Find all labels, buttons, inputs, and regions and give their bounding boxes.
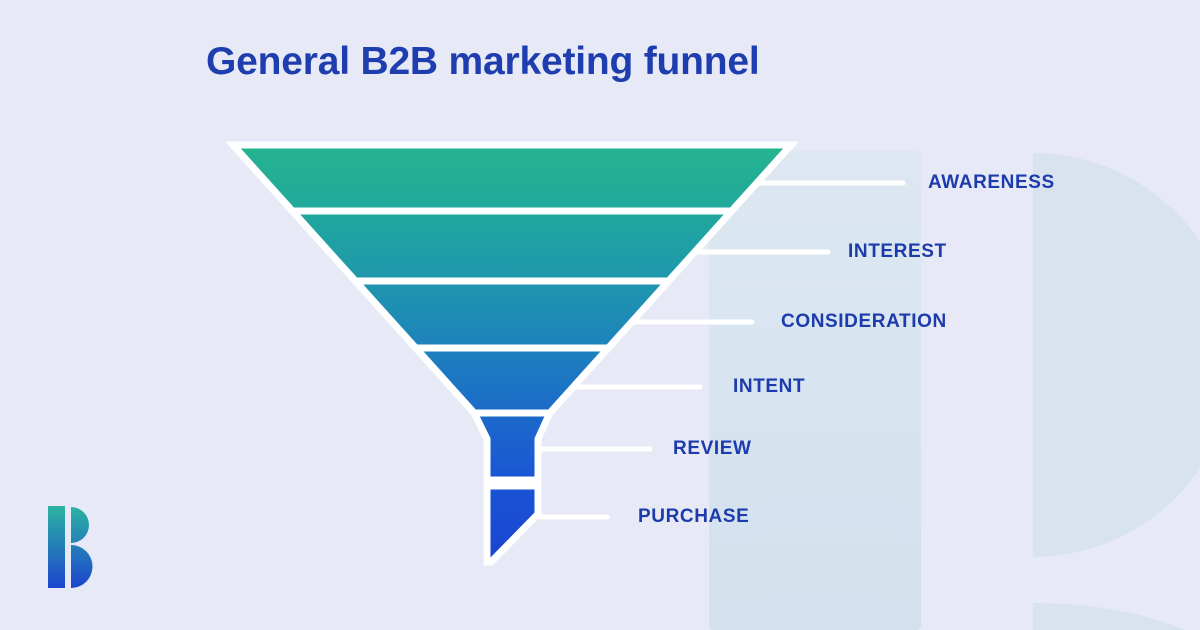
watermark-b-upper-bowl	[1033, 153, 1200, 557]
b-logo-lower-bowl	[71, 545, 93, 588]
funnel-segment-purchase	[483, 482, 542, 566]
stage-label-intent: INTENT	[733, 376, 806, 397]
funnel-segment-interest	[284, 207, 740, 285]
funnel-segment-review	[468, 409, 556, 484]
page-title: General B2B marketing funnel	[206, 40, 760, 83]
stage-label-awareness: AWARENESS	[928, 172, 1055, 193]
b-logo-upper-bowl	[71, 507, 89, 543]
stage-label-purchase: PURCHASE	[638, 506, 750, 527]
stage-label-consideration: CONSIDERATION	[781, 311, 947, 332]
funnel-segment-awareness	[225, 141, 799, 215]
watermark-b-lower-bowl	[1033, 603, 1185, 630]
funnel-segment-consideration	[347, 277, 677, 352]
brand-logo-b	[48, 505, 94, 594]
b-logo-icon	[48, 506, 93, 588]
b-logo-stem	[48, 506, 65, 588]
stage-label-interest: INTEREST	[848, 241, 947, 262]
stage-label-review: REVIEW	[673, 438, 752, 459]
funnel-segment-intent	[407, 344, 617, 417]
